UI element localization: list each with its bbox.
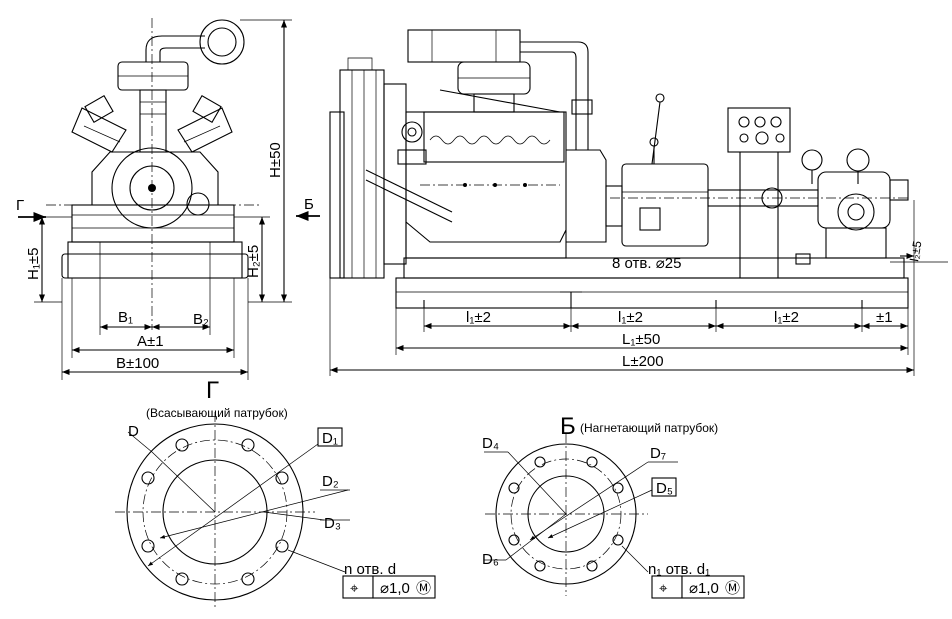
discharge-d4: D₄: [482, 435, 499, 452]
discharge-holes: n₁ отв. d₁: [648, 561, 710, 578]
suction-view-letter: Г: [206, 377, 219, 404]
discharge-modifier: Ⓜ: [725, 580, 740, 597]
discharge-d6: D₆: [482, 551, 499, 568]
suction-bolt-holes: [141, 438, 289, 586]
discharge-tolerance: ⌀1,0: [689, 580, 719, 597]
discharge-flange: Б (Нагнетающий патрубок) D₄ D₇ D₅ D₆ n₁: [482, 413, 745, 599]
dim-l1-c: l₁±2: [774, 309, 799, 326]
dim-l1-b: l₁±2: [618, 309, 643, 326]
suction-modifier: Ⓜ: [416, 580, 431, 597]
dim-h: H±50: [267, 142, 284, 178]
arrow-b-label: Б: [304, 196, 314, 213]
discharge-tolerance-frame: ⌖ ⌀1,0 Ⓜ: [651, 575, 745, 599]
suction-tolerance-frame: ⌖ ⌀1,0 Ⓜ: [342, 575, 436, 599]
side-view: Б 8 отв. ⌀25 l₁±2 l₁±2 l₁±2 ±1 L₁±50 L±2…: [296, 29, 948, 376]
discharge-d7: D₇: [650, 445, 666, 462]
dim-b2: B₂: [193, 311, 209, 328]
suction-flange: Г (Всасывающий патрубок) D D₁ D₂ D₃ n от: [115, 377, 436, 608]
dim-h1: H₁±5: [25, 248, 42, 280]
suction-caption: (Всасывающий патрубок): [146, 406, 288, 420]
dim-a: A±1: [137, 333, 164, 350]
dim-l2: l₂±5: [907, 239, 924, 262]
suction-d3: D₃: [324, 515, 341, 532]
discharge-d5: D₅: [656, 480, 673, 497]
discharge-view-letter: Б: [560, 413, 576, 440]
front-view: H±50 H₁±5 H₂±5 Г B₁ B₂ A±1 B±100: [16, 18, 292, 380]
suction-position-icon: ⌖: [350, 580, 359, 597]
suction-d1: D₁: [322, 430, 338, 447]
discharge-position-icon: ⌖: [659, 580, 668, 597]
arrow-g-label: Г: [16, 197, 24, 214]
dim-l1-a: l₁±2: [466, 309, 491, 326]
suction-d: D: [128, 423, 139, 440]
dim-L1: L₁±50: [622, 331, 660, 348]
suction-tolerance: ⌀1,0: [380, 580, 410, 597]
dim-b: B±100: [116, 355, 159, 372]
discharge-bolt-holes: [508, 456, 624, 572]
dim-end: ±1: [876, 309, 893, 326]
suction-holes: n отв. d: [344, 561, 396, 578]
suction-d2: D₂: [322, 473, 339, 490]
dim-b1: B₁: [118, 309, 133, 326]
discharge-caption: (Нагнетающий патрубок): [580, 421, 718, 435]
holes-label: 8 отв. ⌀25: [612, 255, 681, 272]
dim-L: L±200: [622, 353, 664, 370]
dim-h2: H₂±5: [245, 245, 262, 278]
